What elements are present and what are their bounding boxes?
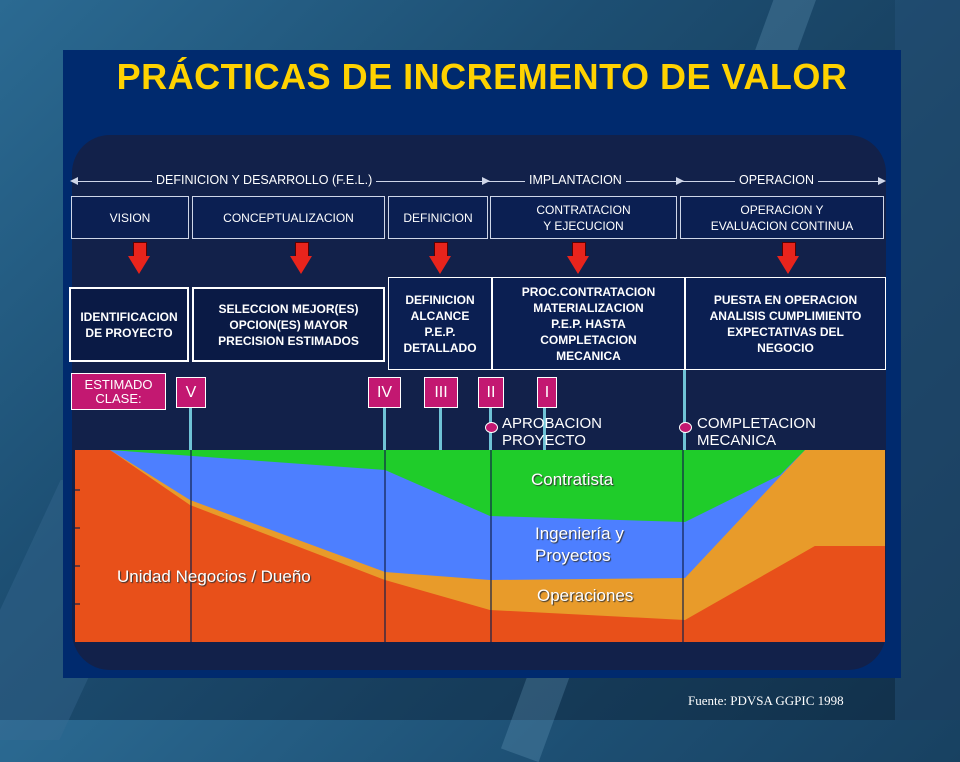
milestone-label-aprobacion: APROBACION PROYECTO (502, 415, 603, 449)
area-owner-right (685, 546, 885, 642)
background-stripe (895, 0, 960, 720)
activity-box-definicion-alcance: DEFINICION ALCANCE P.E.P. DETALLADO (388, 277, 492, 370)
estimate-class-label: ESTIMADO CLASE: (71, 373, 166, 410)
phase-label-operacion: OPERACION (735, 173, 819, 187)
phase-timeline-line (74, 181, 884, 182)
phase-label-implantacion: IMPLANTACION (525, 173, 626, 187)
milestone-connector-line (683, 370, 686, 450)
estimate-class-i: I (537, 377, 557, 408)
estimate-class-iv: IV (368, 377, 401, 408)
stage-box-contratacion: CONTRATACION Y EJECUCION (490, 196, 677, 239)
activity-box-identificacion: IDENTIFICACION DE PROYECTO (69, 287, 189, 362)
series-label-operaciones: Operaciones (537, 586, 634, 605)
area-contratista (110, 450, 805, 522)
class-connector-line (189, 408, 192, 450)
activity-box-puesta-operacion: PUESTA EN OPERACION ANALISIS CUMPLIMIENT… (685, 277, 886, 370)
activity-box-proc-contratacion: PROC.CONTRATACION MATERIALIZACION P.E.P.… (492, 277, 685, 370)
stage-box-conceptualizacion: CONCEPTUALIZACION (192, 196, 385, 239)
stage-box-vision: VISION (71, 196, 189, 239)
estimate-class-v: V (176, 377, 206, 408)
participation-area-chart (75, 450, 885, 642)
class-connector-line (543, 408, 546, 450)
activity-box-seleccion: SELECCION MEJOR(ES) OPCION(ES) MAYOR PRE… (192, 287, 385, 362)
phase-arrowheads (70, 177, 886, 185)
milestone-marker-completacion (679, 422, 692, 433)
estimate-class-iii: III (424, 377, 458, 408)
milestone-marker-aprobacion (485, 422, 498, 433)
class-connector-line (383, 408, 386, 450)
slide-title: PRÁCTICAS DE INCREMENTO DE VALOR (63, 50, 901, 100)
phase-label-fel: DEFINICION Y DESARROLLO (F.E.L.) (152, 173, 377, 187)
estimate-class-ii: II (478, 377, 504, 408)
series-label-ingenieria: Ingeniería y Proyectos (535, 524, 624, 565)
milestone-label-completacion: COMPLETACION MECANICA (697, 415, 816, 449)
stage-box-operacion: OPERACION Y EVALUACION CONTINUA (680, 196, 884, 239)
source-caption: Fuente: PDVSA GGPIC 1998 (688, 693, 844, 708)
stage-box-definicion: DEFINICION (388, 196, 488, 239)
series-label-owner: Unidad Negocios / Dueño (117, 567, 311, 586)
class-connector-line (439, 408, 442, 450)
series-label-contratista: Contratista (531, 470, 614, 489)
